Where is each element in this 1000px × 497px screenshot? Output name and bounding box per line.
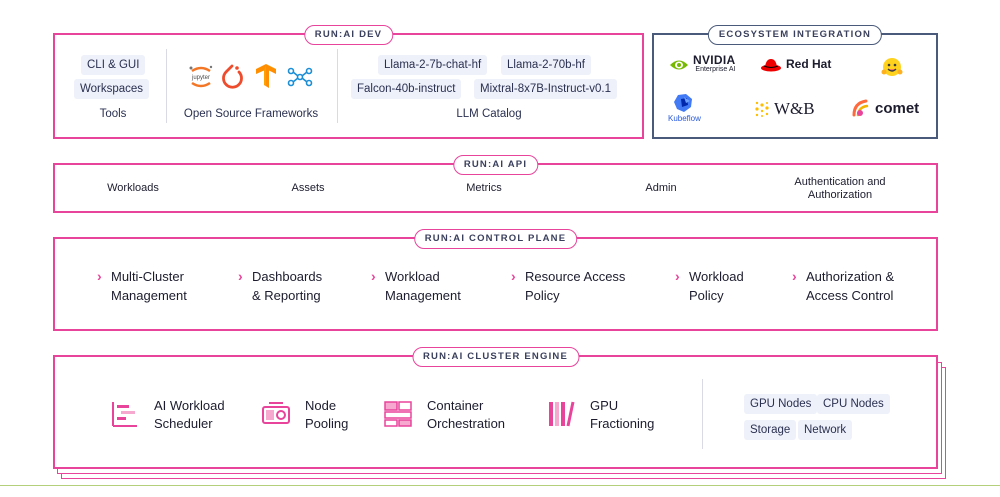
tools-workspaces-chip: Workspaces <box>74 79 150 99</box>
ce-gpu-fractioning-label: GPU Fractioning <box>590 398 655 431</box>
runai-api-badge: RUN:AI API <box>452 155 539 175</box>
redhat-name: Red Hat <box>786 57 832 71</box>
chevron-right-icon: › <box>511 268 516 284</box>
comet-name: comet <box>875 99 920 117</box>
control-plane-panel: RUN:AI CONTROL PLANE › Multi-Cluster Man… <box>53 229 938 331</box>
frameworks-caption: Open Source Frameworks <box>183 108 319 120</box>
api-assets: Assets <box>291 182 325 194</box>
llm-catalog-caption: LLM Catalog <box>456 108 522 120</box>
scheduler-icon <box>112 402 137 427</box>
chevron-right-icon: › <box>792 268 797 284</box>
runai-dev-badge: RUN:AI DEV <box>303 25 394 45</box>
llm-falcon-chip: Falcon-40b-instruct <box>351 79 462 99</box>
cluster-engine-panel: RUN:AI CLUSTER ENGINE AI Workload Schedu… <box>53 347 938 469</box>
llm-llama-70b-chip: Llama-2-70b-hf <box>501 55 591 75</box>
control-plane-badge: RUN:AI CONTROL PLANE <box>413 229 578 249</box>
llm-mixtral-chip: Mixtral-8x7B-Instruct-v0.1 <box>474 79 618 99</box>
nvidia-logo: NVIDIA Enterprise AI <box>668 53 736 75</box>
tools-caption: Tools <box>99 108 127 120</box>
bottom-rule <box>0 485 1000 486</box>
wandb-name: W&B <box>774 99 815 118</box>
wandb-logo: W&B <box>754 99 815 119</box>
chevron-right-icon: › <box>675 268 680 284</box>
chevron-right-icon: › <box>97 268 102 284</box>
chevron-right-icon: › <box>238 268 243 284</box>
ce-container-orchestration-label: Container Orchestration <box>427 398 506 431</box>
runai-dev-panel: RUN:AI DEV CLI & GUI Workspaces Tools ju… <box>53 25 644 139</box>
comet-logo: comet <box>850 97 919 119</box>
kubeflow-name: Kubeflow <box>668 114 701 123</box>
dataflow-icon <box>287 65 313 89</box>
cp-multi-cluster-label: Multi-Cluster Management <box>111 269 187 303</box>
api-workloads: Workloads <box>107 182 159 194</box>
comet-icon <box>852 99 869 117</box>
nvidia-eye-icon <box>670 60 688 70</box>
cp-workload-management-label: Workload Management <box>385 269 461 303</box>
resource-network: Network <box>798 420 853 440</box>
redhat-logo: Red Hat <box>760 56 831 72</box>
chevron-right-icon: › <box>371 268 376 284</box>
cp-authorization-label: Authorization & Access Control <box>806 269 895 303</box>
ce-node-pooling-label: Node Pooling <box>305 398 349 431</box>
api-admin: Admin <box>645 182 677 194</box>
runai-api-panel: RUN:AI API Workloads Assets Metrics Admi… <box>53 155 938 213</box>
ce-ai-workload-scheduler-label: AI Workload Scheduler <box>154 398 225 431</box>
huggingface-icon <box>881 58 903 76</box>
kubeflow-icon <box>674 94 693 112</box>
cp-workload-policy-label: Workload Policy <box>689 269 744 303</box>
ecosystem-panel: ECOSYSTEM INTEGRATION NVIDIA Enterprise … <box>652 25 938 139</box>
redhat-icon <box>761 59 781 72</box>
api-metrics: Metrics <box>466 182 502 194</box>
pytorch-icon <box>221 63 245 89</box>
api-authentication: Authentication and Authorization <box>794 176 886 201</box>
llm-llama-7b-chip: Llama-2-7b-chat-hf <box>378 55 488 75</box>
tools-cli-gui-chip: CLI & GUI <box>81 55 146 75</box>
gpu-fractioning-icon <box>549 401 575 427</box>
resource-storage: Storage <box>744 420 797 440</box>
resource-cpu-nodes: CPU Nodes <box>817 394 890 414</box>
dev-divider <box>166 49 167 123</box>
cp-resource-access-label: Resource Access Policy <box>525 269 626 303</box>
ecosystem-badge: ECOSYSTEM INTEGRATION <box>707 25 883 45</box>
nvidia-name: NVIDIA <box>693 53 736 67</box>
resource-gpu-nodes: GPU Nodes <box>744 394 818 414</box>
nvidia-sub: Enterprise AI <box>695 66 736 73</box>
wandb-dots-icon <box>755 101 769 117</box>
cluster-engine-badge: RUN:AI CLUSTER ENGINE <box>411 347 580 367</box>
cluster-engine-divider <box>702 379 703 449</box>
jupyter-icon: jupyter <box>188 65 214 89</box>
dev-divider-2 <box>337 49 338 123</box>
tensorflow-icon <box>254 62 278 90</box>
huggingface-logo <box>880 56 904 78</box>
svg-text:jupyter: jupyter <box>191 75 210 81</box>
node-pooling-icon <box>262 402 290 424</box>
kubeflow-logo: Kubeflow <box>668 93 701 123</box>
cp-dashboards-label: Dashboards & Reporting <box>252 269 323 303</box>
container-icon <box>384 401 412 427</box>
